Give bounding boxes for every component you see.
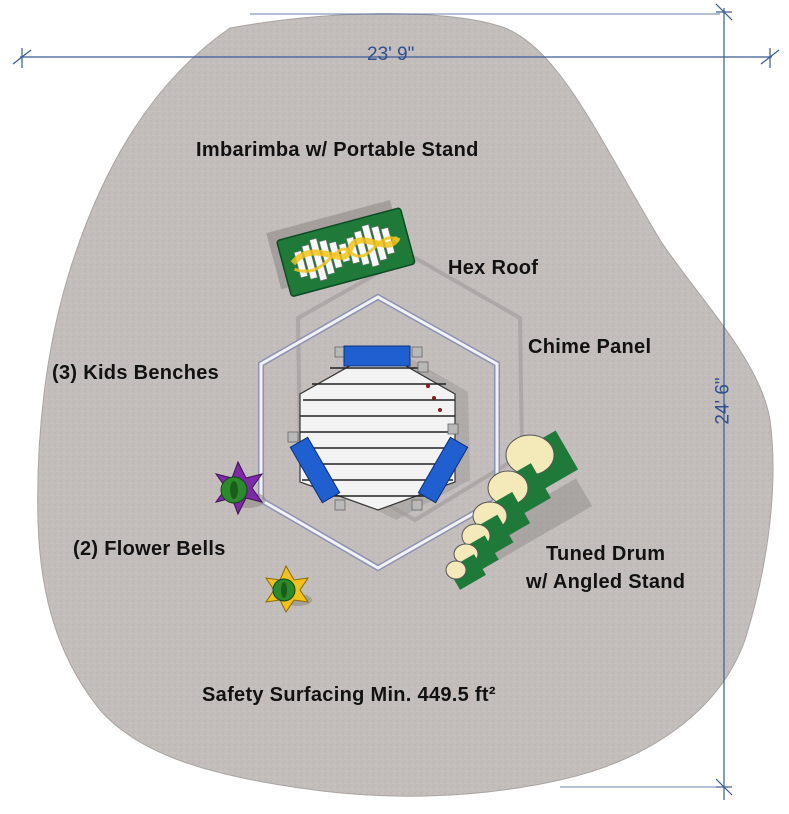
- tuned-drum-set: [445, 430, 593, 590]
- imbarimba-instrument: [266, 200, 416, 297]
- tuned-drum-label-line1: Tuned Drum: [546, 543, 666, 565]
- hex-roof-shadow: [295, 252, 525, 523]
- hex-deck: [287, 346, 459, 511]
- imbarimba-label: Imbarimba w/ Portable Stand: [196, 139, 479, 161]
- kids-bench-top: [343, 345, 411, 367]
- tuned-drum-label-line2: w/ Angled Stand: [526, 571, 686, 593]
- hex-roof-label: Hex Roof: [448, 257, 539, 279]
- safety-surfacing-label: Safety Surfacing Min. 449.5 ft²: [202, 684, 496, 706]
- width-dimension-line: [12, 13, 780, 68]
- chime-panel-label: Chime Panel: [528, 336, 652, 358]
- width-dimension-label: 23' 9": [367, 44, 415, 65]
- flower-bell-purple: [214, 460, 266, 516]
- flower-bell-yellow: [264, 564, 312, 613]
- flower-bells-label: (2) Flower Bells: [73, 538, 226, 560]
- kids-bench-left: [289, 436, 341, 504]
- height-dimension-line: [560, 3, 733, 800]
- kids-bench-right: [417, 436, 469, 504]
- drum-6: [445, 554, 486, 590]
- kids-benches-label: (3) Kids Benches: [52, 362, 220, 384]
- hex-roof: [258, 293, 500, 572]
- tuned-drum-label: Tuned Drum w/ Angled Stand: [526, 540, 685, 596]
- height-dimension-label: 24' 6": [712, 377, 734, 425]
